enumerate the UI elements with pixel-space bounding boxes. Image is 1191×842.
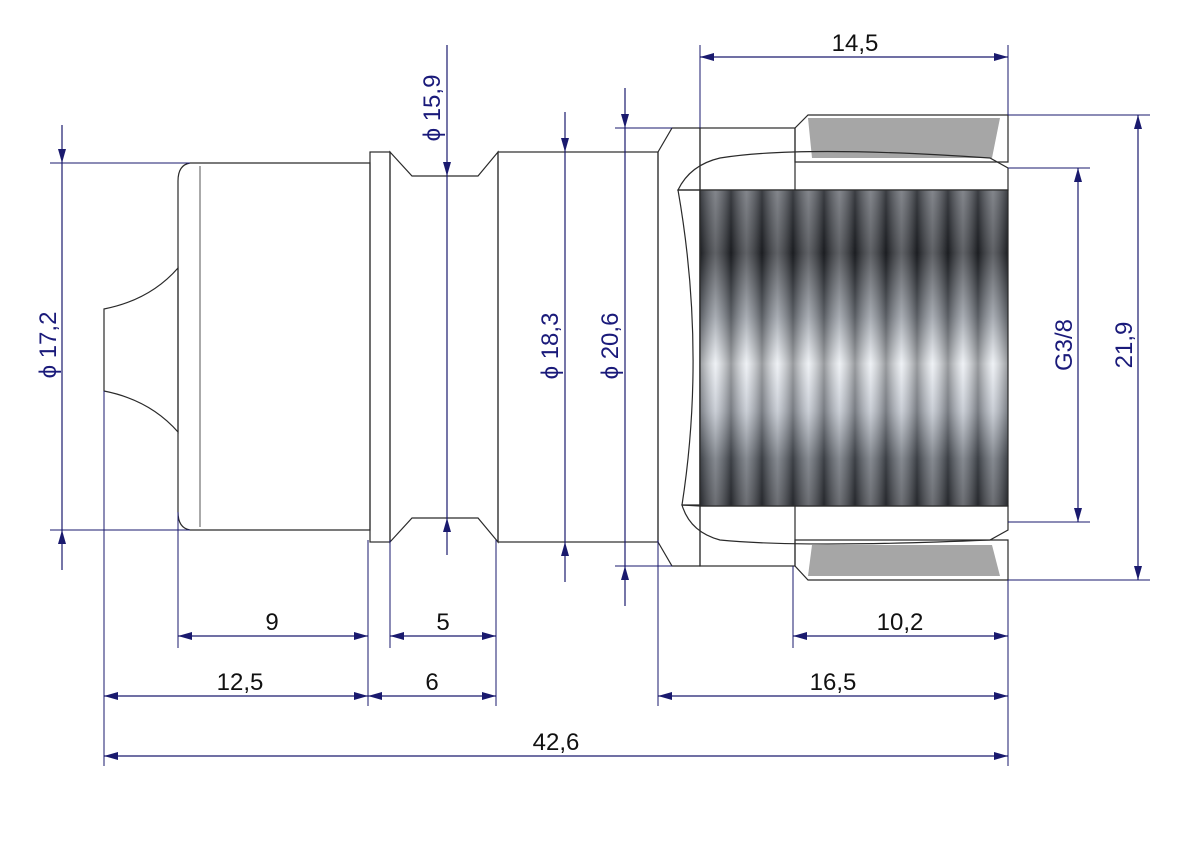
hex-nut-bottom bbox=[794, 539, 1009, 581]
inner-bore-curve bbox=[677, 189, 701, 506]
dim-length-10-2: 10,2 bbox=[877, 609, 924, 636]
dim-height-21-9: 21,9 bbox=[1111, 322, 1138, 369]
dim-diameter-17-2: ϕ 17,2 bbox=[35, 312, 62, 379]
dim-thread-g3-8: G3/8 bbox=[1051, 319, 1078, 371]
dim-length-5: 5 bbox=[436, 609, 449, 636]
nose-tip bbox=[103, 266, 179, 434]
hex-nut-top bbox=[794, 114, 1009, 163]
coupling-body bbox=[103, 114, 1009, 581]
dim-length-9: 9 bbox=[265, 609, 278, 636]
section-hatch-top bbox=[677, 150, 1009, 191]
mid-cylinder bbox=[497, 151, 659, 543]
dim-top-width: 14,5 bbox=[832, 30, 879, 57]
dim-diameter-18-3: ϕ 18,3 bbox=[537, 313, 564, 380]
dim-diameter-20-6: ϕ 20,6 bbox=[597, 313, 624, 380]
dim-total-length: 42,6 bbox=[533, 729, 580, 756]
dim-length-6: 6 bbox=[425, 669, 438, 696]
dim-diameter-15-9: ϕ 15,9 bbox=[419, 75, 446, 142]
dimension-labels: 14,5 42,6 12,5 6 16,5 9 5 10,2 ϕ 17,2 ϕ … bbox=[35, 30, 1138, 756]
left-cylinder bbox=[177, 162, 371, 531]
section-hatch-bottom bbox=[681, 504, 1009, 545]
groove bbox=[389, 150, 499, 544]
dimension-lines bbox=[58, 45, 1142, 760]
collar bbox=[369, 151, 391, 543]
dim-length-16-5: 16,5 bbox=[810, 669, 857, 696]
thread-ridges bbox=[700, 190, 1008, 506]
dim-length-12-5: 12,5 bbox=[217, 669, 264, 696]
